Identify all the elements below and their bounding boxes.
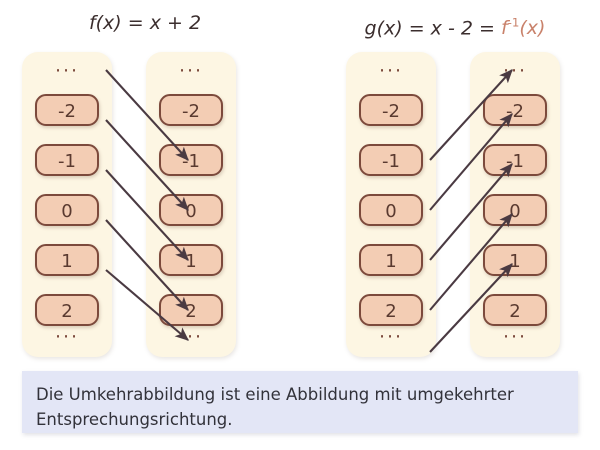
left-domain-cell-3[interactable]: 1 [35, 244, 99, 276]
right-codomain-top-ellipsis: ··· [502, 60, 528, 82]
left-codomain-cell-4[interactable]: 2 [159, 294, 223, 326]
inverse-exponent: -1 [507, 16, 520, 30]
right-codomain-bottom-ellipsis: ··· [502, 326, 528, 348]
right-diagram-title: g(x) = x - 2 = f-1(x) [330, 8, 580, 40]
right-title-equals-2: = [472, 17, 501, 40]
left-domain-cell-4[interactable]: 2 [35, 294, 99, 326]
inverse-function-symbol: f [500, 17, 508, 40]
left-domain-bottom-ellipsis: ··· [54, 326, 80, 348]
left-title-arg: (x) [95, 12, 122, 34]
left-domain-top-ellipsis: ··· [54, 60, 80, 82]
left-title-equals: = [121, 12, 150, 34]
right-domain-cell-3[interactable]: 1 [359, 244, 423, 276]
right-codomain-cell-0[interactable]: -2 [483, 94, 547, 126]
right-domain-top-ellipsis: ··· [378, 60, 404, 82]
right-title-arg: (x) [376, 17, 403, 40]
left-codomain-top-ellipsis: ··· [178, 60, 204, 82]
right-codomain-cell-2[interactable]: 0 [483, 194, 547, 226]
caption-box: Die Umkehrabbildung ist eine Abbildung m… [22, 371, 578, 433]
right-domain-cell-4[interactable]: 2 [359, 294, 423, 326]
right-codomain-cell-3[interactable]: 1 [483, 244, 547, 276]
right-title-equals-1: = [402, 17, 431, 40]
left-diagram-title: f(x) = x + 2 [20, 8, 270, 38]
right-domain-cell-2[interactable]: 0 [359, 194, 423, 226]
left-title-expression: x + 2 [149, 12, 202, 34]
left-title-function: f [88, 12, 96, 34]
inverse-function-label: f-1(x) [500, 16, 546, 40]
right-domain-cell-0[interactable]: -2 [359, 94, 423, 126]
left-codomain-cell-3[interactable]: 1 [159, 244, 223, 276]
left-codomain-cell-1[interactable]: -1 [159, 144, 223, 176]
left-codomain-cell-2[interactable]: 0 [159, 194, 223, 226]
right-codomain-cell-4[interactable]: 2 [483, 294, 547, 326]
right-domain-bottom-ellipsis: ··· [378, 326, 404, 348]
caption-text: Die Umkehrabbildung ist eine Abbildung m… [36, 385, 514, 429]
right-codomain-cell-1[interactable]: -1 [483, 144, 547, 176]
left-domain-cell-0[interactable]: -2 [35, 94, 99, 126]
right-domain-cell-1[interactable]: -1 [359, 144, 423, 176]
left-mapping-diagram: ··· -2 -1 0 1 2 ··· ··· -2 -1 0 1 2 ··· [22, 52, 262, 357]
left-codomain-bottom-ellipsis: ··· [178, 326, 204, 348]
right-title-expression: x - 2 [430, 17, 473, 40]
left-domain-cell-1[interactable]: -1 [35, 144, 99, 176]
right-title-function: g [364, 17, 377, 40]
left-codomain-cell-0[interactable]: -2 [159, 94, 223, 126]
inverse-function-arg: (x) [519, 17, 546, 40]
left-domain-cell-2[interactable]: 0 [35, 194, 99, 226]
right-mapping-diagram: ··· -2 -1 0 1 2 ··· ··· -2 -1 0 1 2 ··· [346, 52, 586, 357]
